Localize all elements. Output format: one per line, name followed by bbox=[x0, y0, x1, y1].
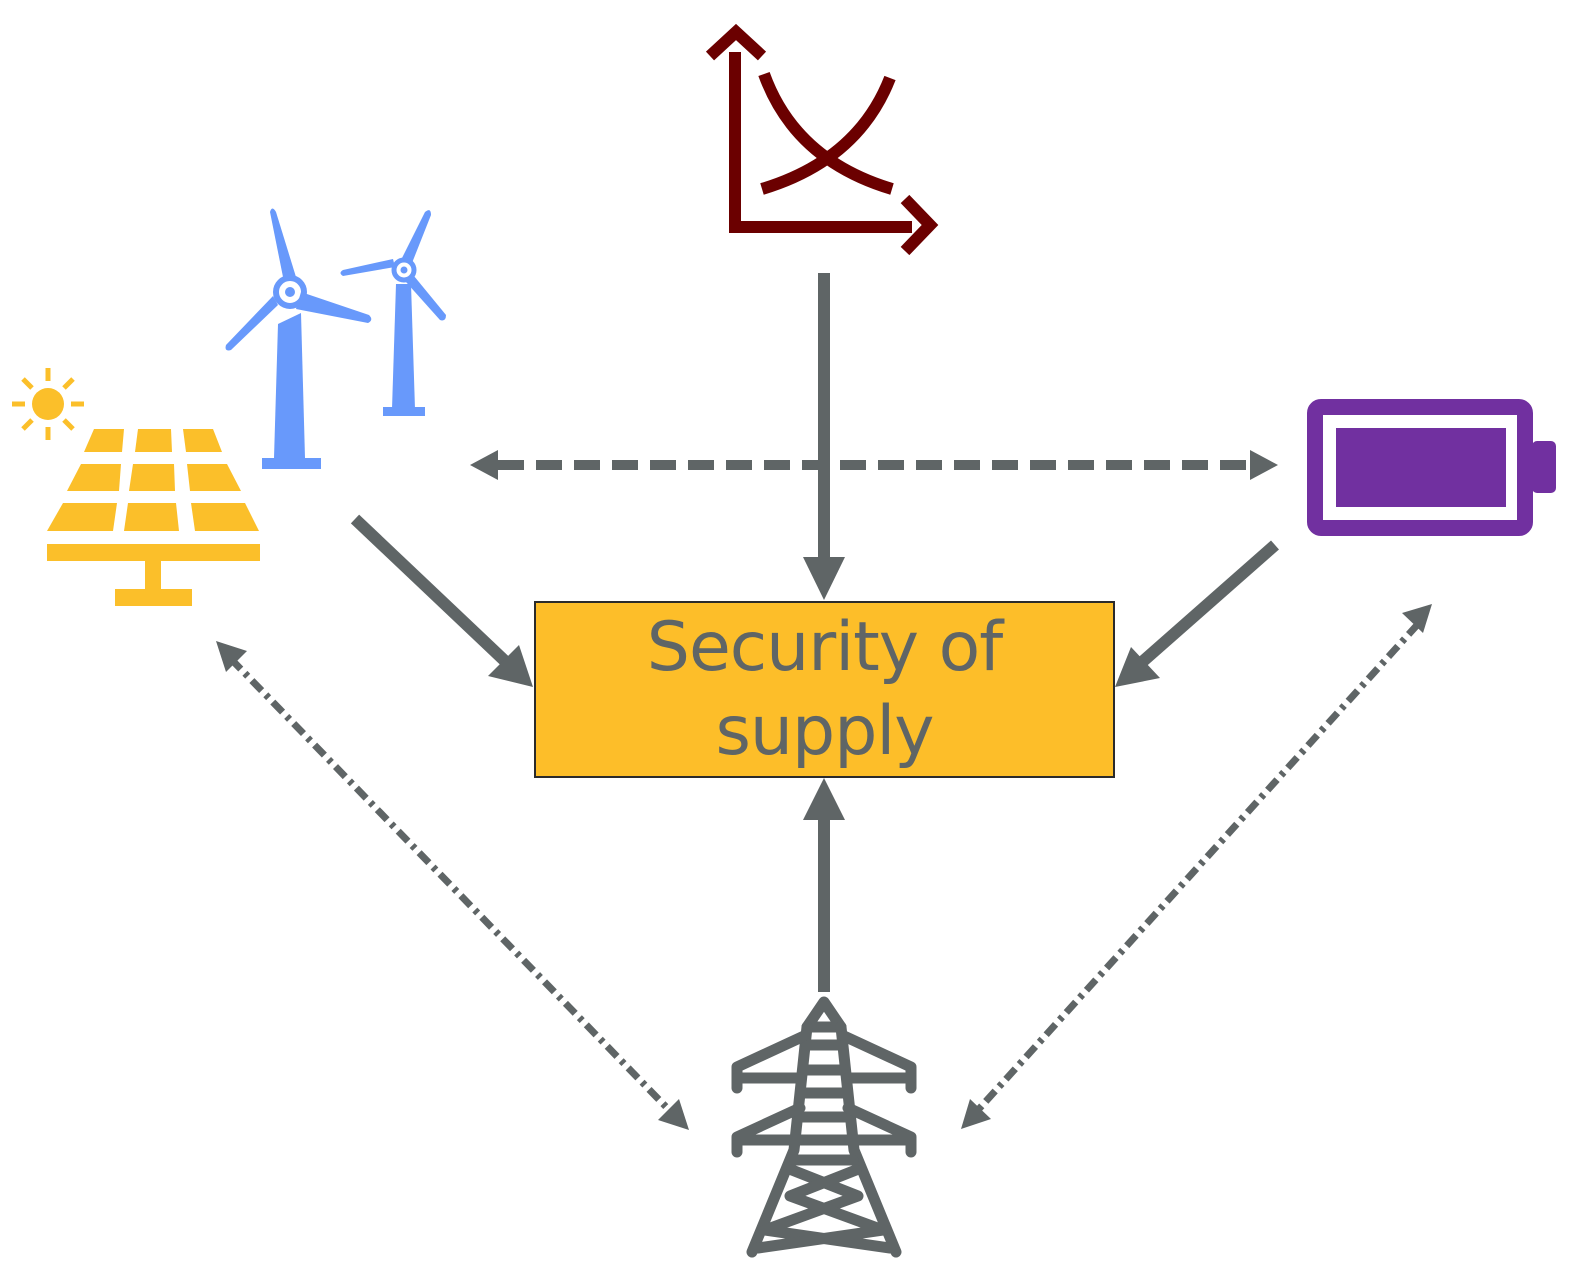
sun-icon bbox=[12, 368, 84, 440]
solid-arrows bbox=[350, 273, 1279, 992]
arrow-market-to-center bbox=[803, 273, 845, 600]
transmission-tower-icon bbox=[731, 996, 917, 1258]
arrow-renewables-grid bbox=[216, 641, 689, 1130]
arrow-renewables-to-center bbox=[350, 514, 533, 687]
arrow-storage-grid bbox=[961, 604, 1432, 1129]
arrow-storage-to-center bbox=[1115, 540, 1279, 687]
arrow-renewables-storage bbox=[470, 450, 1278, 480]
solar-panel-icon bbox=[12, 368, 260, 606]
security-of-supply-box-fill bbox=[534, 601, 1115, 778]
security-of-supply-box: Security of supply bbox=[534, 601, 1115, 778]
supply-demand-chart-icon bbox=[705, 23, 939, 256]
arrow-grid-to-center bbox=[803, 778, 845, 992]
center-label: Security of supply bbox=[646, 607, 1003, 771]
dashed-arrows bbox=[216, 450, 1432, 1130]
battery-icon bbox=[1307, 399, 1556, 536]
wind-turbine-icon bbox=[225, 208, 446, 469]
